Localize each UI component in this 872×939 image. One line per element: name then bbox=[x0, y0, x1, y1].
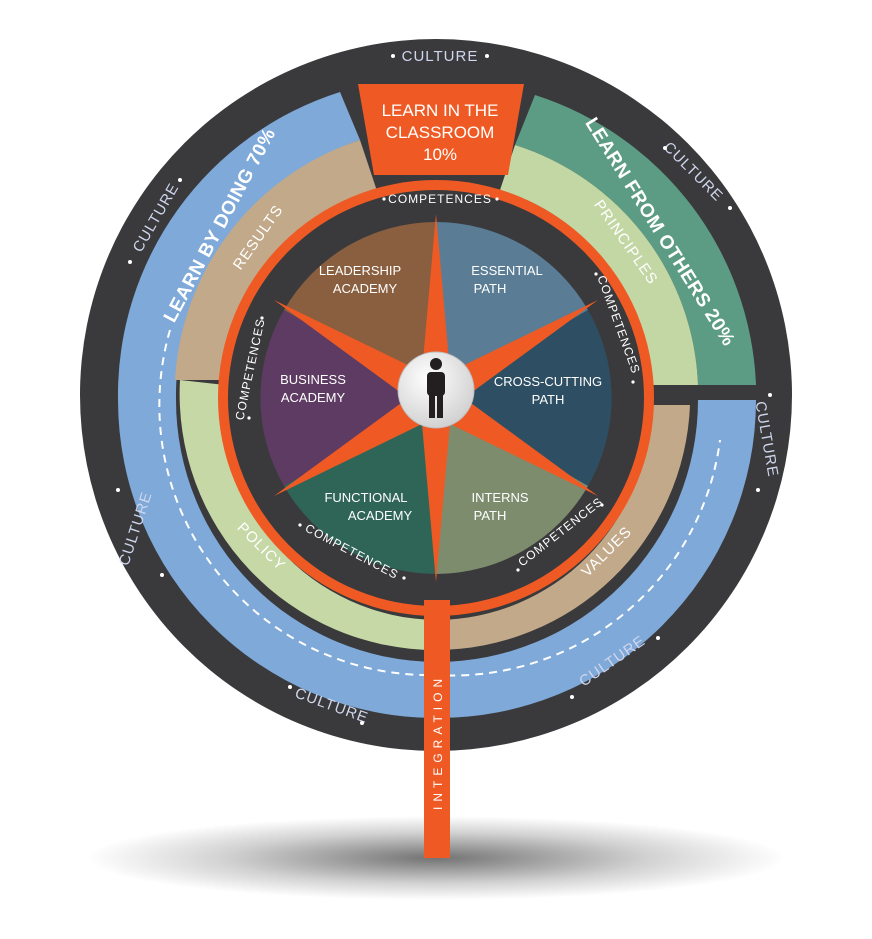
interns-label-2: PATH bbox=[474, 508, 507, 523]
integration-label: INTEGRATION bbox=[431, 674, 445, 810]
functional-label-1: FUNCTIONAL bbox=[324, 490, 407, 505]
segment-functional bbox=[284, 398, 436, 574]
essential-label-1: ESSENTIAL bbox=[471, 263, 543, 278]
segment-leadership bbox=[284, 222, 436, 398]
classroom-line1: LEARN IN THE bbox=[382, 101, 499, 120]
crosscutting-label-2: PATH bbox=[532, 392, 565, 407]
business-label-2: ACADEMY bbox=[281, 390, 346, 405]
person-icon bbox=[427, 358, 445, 418]
principles-band bbox=[500, 145, 698, 385]
policy-band bbox=[179, 380, 436, 651]
competences-dots bbox=[247, 197, 635, 580]
segment-interns bbox=[436, 398, 588, 574]
culture-label-top: CULTURE bbox=[402, 48, 479, 65]
business-label-1: BUSINESS bbox=[280, 372, 346, 387]
doing-dashed-line bbox=[158, 329, 721, 677]
crosscutting-label-1: CROSS-CUTTING bbox=[494, 374, 602, 389]
segment-essential bbox=[436, 222, 588, 398]
functional-label-2: ACADEMY bbox=[348, 508, 413, 523]
essential-label-2: PATH bbox=[474, 281, 507, 296]
leadership-label-2: ACADEMY bbox=[333, 281, 398, 296]
classroom-block bbox=[358, 84, 524, 175]
learn-from-others-shape bbox=[515, 95, 756, 385]
leadership-label-1: LEADERSHIP bbox=[319, 263, 401, 278]
segment-business bbox=[260, 310, 436, 486]
competences-label-top: COMPETENCES bbox=[388, 192, 492, 206]
classroom-line2: CLASSROOM bbox=[386, 123, 495, 142]
culture-dots bbox=[116, 54, 772, 725]
segment-wheel bbox=[260, 222, 612, 574]
segment-crosscutting bbox=[436, 310, 612, 486]
classroom-line3: 10% bbox=[423, 145, 457, 164]
integration-stem bbox=[424, 600, 450, 858]
interns-label-1: INTERNS bbox=[471, 490, 528, 505]
